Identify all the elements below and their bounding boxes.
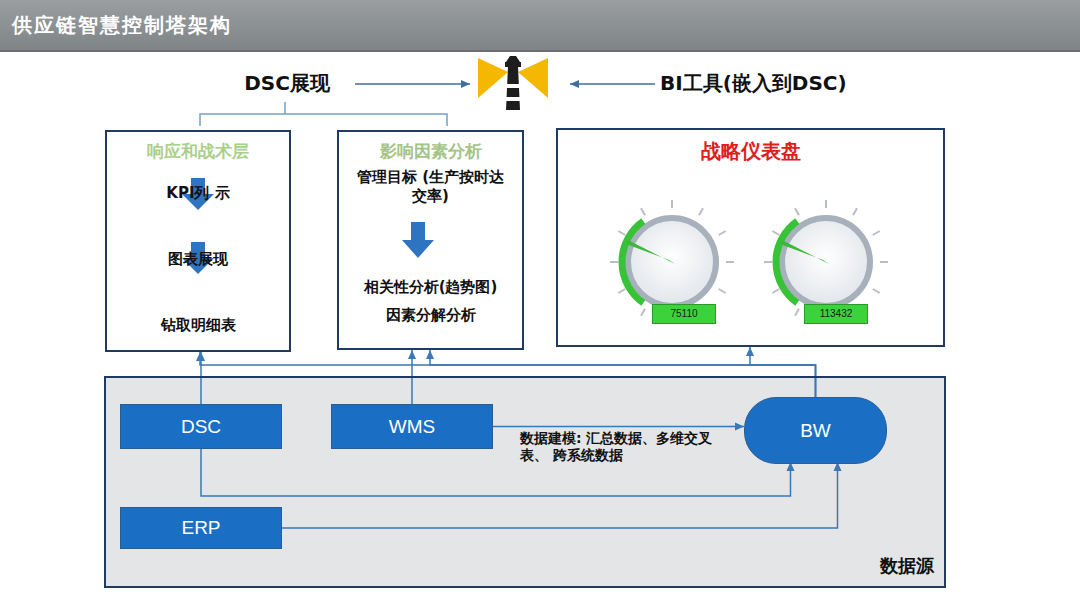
gauge-tick	[772, 231, 779, 235]
gauge-tick	[726, 261, 734, 263]
arrow-line	[355, 83, 470, 85]
panel-heading: 战略仪表盘	[562, 138, 939, 165]
gauge-value: 113432	[804, 304, 868, 324]
gauge-tick	[873, 231, 880, 235]
item-text: 图表展现	[111, 250, 285, 269]
view-label: DSC展现	[232, 70, 342, 97]
panel-heading: 影响因素分析	[343, 140, 518, 163]
gauge-tick	[610, 261, 618, 263]
gauge-tick	[618, 231, 625, 235]
gauge	[610, 200, 888, 316]
connector	[493, 426, 744, 428]
connector	[430, 350, 816, 397]
gauge-tick	[671, 200, 673, 208]
system-box: WMS	[331, 404, 493, 449]
node-label: ERP	[181, 517, 220, 539]
item-text: 管理目标 (生产按时达交率)	[351, 168, 510, 206]
gauge-tick	[641, 309, 645, 316]
gauge-value: 75110	[652, 304, 716, 324]
gauge-tick	[873, 289, 880, 293]
gauge-tick	[699, 208, 703, 215]
gauge-arc	[622, 221, 643, 303]
gauge-tick	[795, 208, 799, 215]
gauge-arc	[776, 221, 797, 303]
gauge-tick	[853, 208, 857, 215]
arrow-line	[570, 83, 655, 85]
gauge-tick	[795, 309, 799, 316]
tool-label: BI工具(嵌入到DSC)	[660, 70, 870, 97]
panel-heading: 数据源	[880, 554, 934, 578]
node-label: DSC	[181, 416, 221, 438]
lighthouse-icon	[478, 56, 548, 110]
source-panel: 数据源 DSC WMS BW ERP	[104, 376, 946, 588]
gauge-tick	[825, 200, 827, 208]
gauge-tick	[772, 289, 779, 293]
warehouse-box: BW	[744, 397, 887, 464]
item-text: KPI列 示	[111, 184, 285, 203]
connector	[282, 462, 838, 528]
item-text: 相关性分析(趋势图)	[343, 278, 518, 297]
gauge-tick	[764, 261, 772, 263]
item-text: 因素分解分析	[343, 306, 518, 325]
system-box: DSC	[120, 404, 282, 449]
bracket	[200, 102, 447, 126]
gauge-tick	[641, 208, 645, 215]
system-box: ERP	[120, 507, 282, 549]
page-title: 供应链智慧控制塔架构	[12, 12, 232, 39]
gauge-needle	[780, 240, 829, 264]
gauge-tick	[618, 289, 625, 293]
gauge-tick	[880, 261, 888, 263]
item-text: 钻取明细表	[111, 316, 285, 335]
gauge-tick	[719, 231, 726, 235]
gauge-needle	[626, 240, 675, 264]
modeling-note: 数据建模: 汇总数据、多维交叉表、 跨系统数据	[520, 430, 725, 464]
gauge-tick	[719, 289, 726, 293]
panel-heading: 响应和战术层	[111, 140, 285, 163]
node-label: WMS	[389, 416, 435, 438]
tier-panel: 响应和战术层 KPI列 示图表展现钻取明细表	[105, 130, 291, 352]
connector	[750, 347, 816, 397]
node-label: BW	[800, 420, 831, 442]
dashboard-panel: 战略仪表盘 75110 113432	[556, 128, 945, 347]
analysis-panel: 影响因素分析管理目标 (生产按时达交率) 相关性分析(趋势图) 因素分解分析	[337, 130, 524, 350]
connector	[200, 352, 816, 397]
